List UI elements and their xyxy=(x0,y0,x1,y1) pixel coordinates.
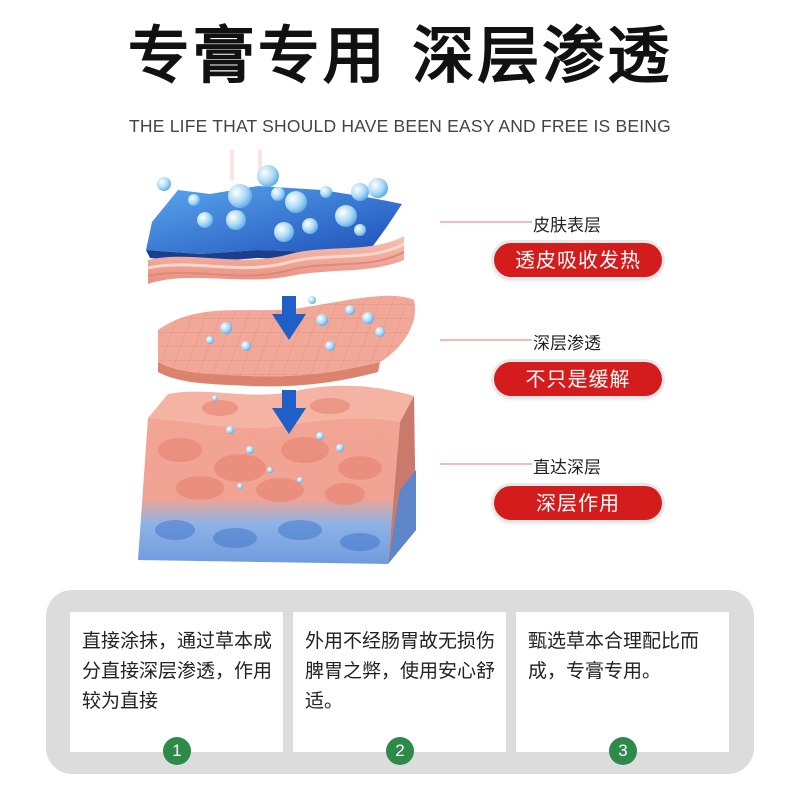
bubbles xyxy=(157,165,388,489)
layer-label-deep: 直达深层 xyxy=(533,458,601,478)
tag-absorb: 透皮吸收发热 xyxy=(494,243,662,277)
page-subtitle: THE LIFE THAT SHOULD HAVE BEEN EASY AND … xyxy=(129,116,671,136)
tag-relief: 不只是缓解 xyxy=(494,362,662,396)
feature-card-2: 外用不经肠胃故无损伤脾胃之弊，使用安心舒适。 2 xyxy=(293,612,506,765)
page-title: 专膏专用 深层渗透 xyxy=(127,19,673,92)
feature-text: 甄选草本合理配比而成，专膏专用。 xyxy=(528,630,700,682)
number-badge: 3 xyxy=(609,737,637,765)
deep-tissue-block xyxy=(138,385,416,564)
number-badge: 1 xyxy=(163,737,191,765)
feature-text: 外用不经肠胃故无损伤脾胃之弊，使用安心舒适。 xyxy=(305,630,496,712)
feature-card-1: 直接涂抹，通过草本成分直接深层渗透，作用较为直接 1 xyxy=(70,612,283,765)
feature-text: 直接涂抹，通过草本成分直接深层渗透，作用较为直接 xyxy=(82,630,273,712)
down-arrow-icon xyxy=(272,296,306,340)
down-arrow-icon xyxy=(272,390,306,434)
number-badge: 2 xyxy=(386,737,414,765)
layer-label-surface: 皮肤表层 xyxy=(533,216,601,236)
tag-deep-action: 深层作用 xyxy=(494,486,662,520)
feature-card-3: 甄选草本合理配比而成，专膏专用。 3 xyxy=(516,612,729,765)
skin-layers-illustration xyxy=(138,150,532,564)
layer-label-penetrate: 深层渗透 xyxy=(533,334,601,354)
dermis-slab-top xyxy=(147,236,405,284)
